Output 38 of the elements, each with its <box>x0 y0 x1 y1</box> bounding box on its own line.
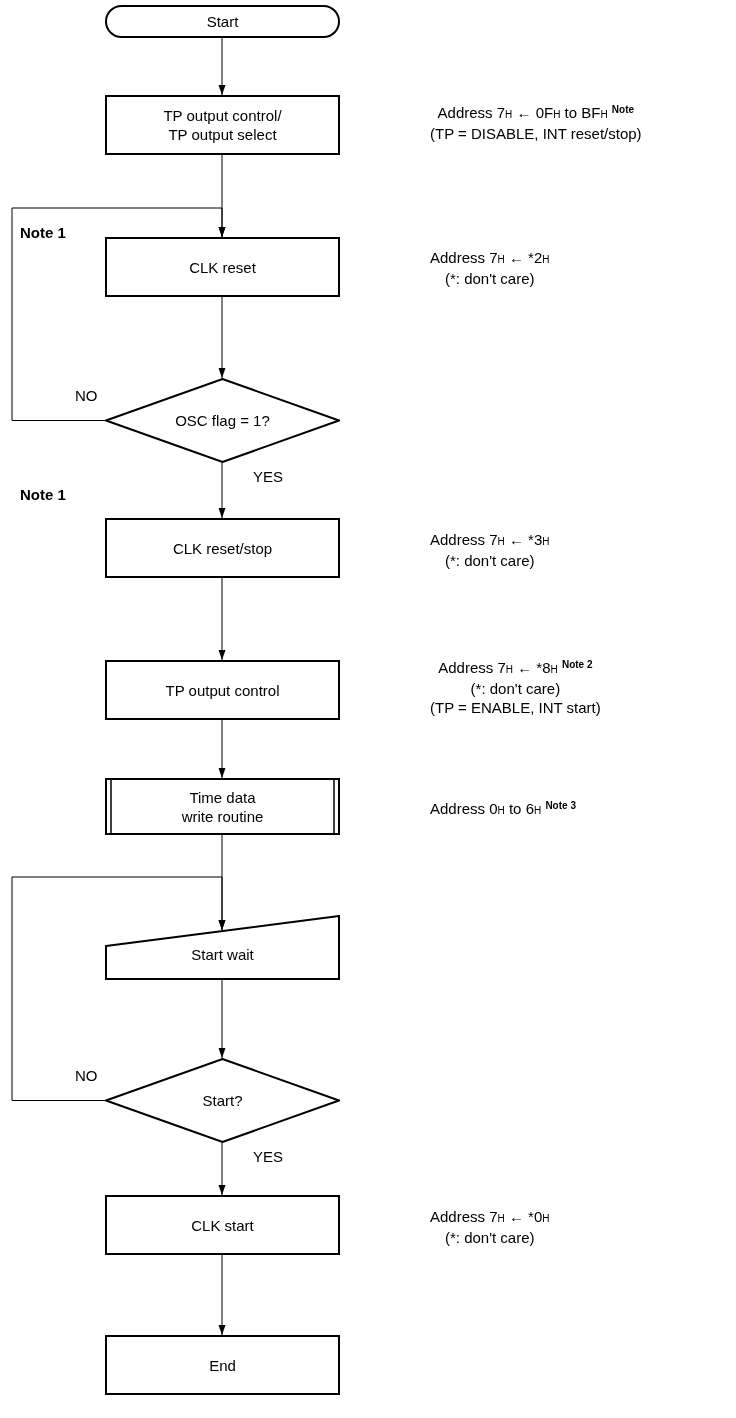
process-box <box>105 518 340 578</box>
flow-arrow <box>218 1254 226 1336</box>
node-label: TP output control <box>165 680 280 700</box>
subroutine-box <box>105 778 340 835</box>
node-label: TP output control/ TP output select <box>162 106 283 144</box>
flow-arrow <box>11 876 226 1101</box>
annotation-text: (TP = DISABLE, INT reset/stop) <box>430 124 642 143</box>
annotation-text: (*: don't care) <box>444 551 535 570</box>
flow-arrow <box>11 207 226 421</box>
flow-arrow <box>218 719 226 779</box>
terminal-shape <box>105 5 340 38</box>
node-label: CLK reset/stop <box>172 538 273 558</box>
process-box <box>105 1195 340 1255</box>
node-label: Start <box>206 12 239 31</box>
process-box <box>105 1335 340 1395</box>
node-label: CLK reset <box>189 257 256 277</box>
node-label: End <box>209 1355 236 1375</box>
flow-arrow <box>218 37 226 96</box>
process-box <box>105 95 340 155</box>
flow-arrow <box>218 577 226 661</box>
process-box <box>105 237 340 297</box>
node-label: Time data write routine <box>180 787 265 826</box>
annotation-text: (*: don't care) <box>444 1228 535 1247</box>
flow-arrow <box>218 979 226 1059</box>
flow-arrow <box>218 1142 226 1196</box>
node-label: Start? <box>202 1091 243 1110</box>
annotation-text: (TP = ENABLE, INT start) <box>430 698 601 717</box>
node-label: OSC flag = 1? <box>175 411 270 430</box>
process-box <box>105 660 340 720</box>
flow-arrow <box>218 296 226 379</box>
annotation-text: (*: don't care) <box>470 679 561 698</box>
decision-diamond <box>105 1058 340 1143</box>
manual-input-shape <box>105 915 340 980</box>
node-label: CLK start <box>191 1215 254 1235</box>
decision-diamond <box>105 378 340 463</box>
flow-arrow <box>218 462 226 519</box>
annotation-text: (*: don't care) <box>444 269 535 288</box>
node-label: Start wait <box>191 945 254 964</box>
